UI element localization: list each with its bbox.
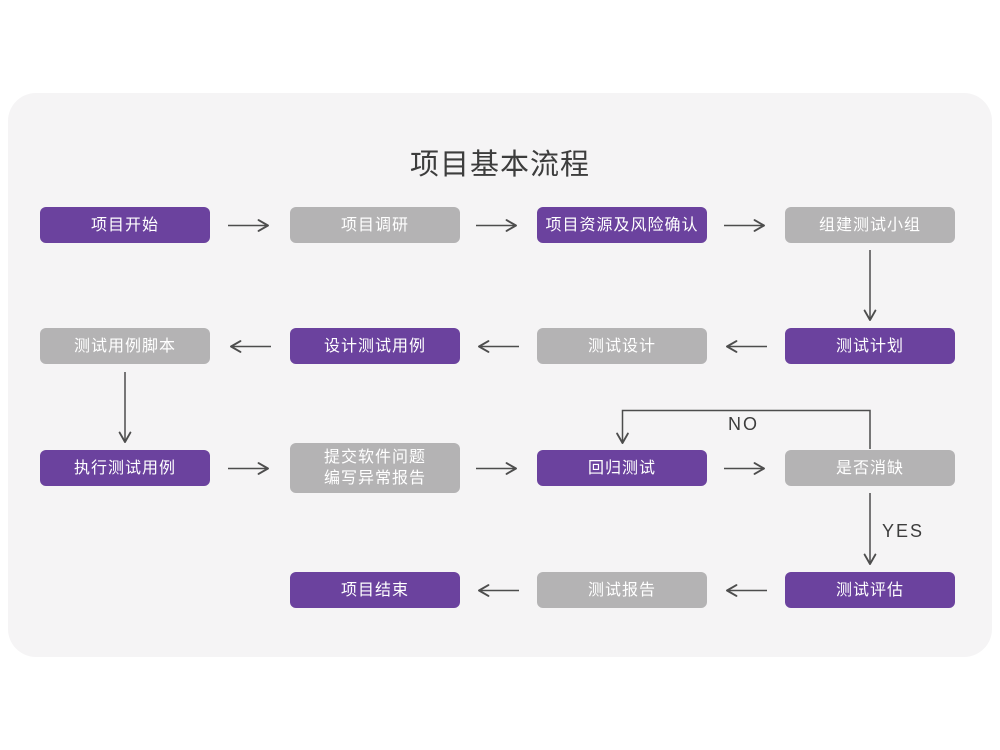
node-label: 回归测试 xyxy=(587,459,656,477)
node-label: 项目结束 xyxy=(340,581,409,599)
node-label: 项目调研 xyxy=(340,216,409,234)
flow-node-defect-cleared: 是否消缺 xyxy=(785,450,955,486)
node-label: 测试用例脚本 xyxy=(73,337,176,355)
page-title: 项目基本流程 xyxy=(409,149,590,181)
flow-node-test-design: 测试设计 xyxy=(537,328,707,364)
flow-node-execute-test-cases: 执行测试用例 xyxy=(40,450,210,486)
flow-node-regression-test: 回归测试 xyxy=(537,450,707,486)
flow-node-build-test-team: 组建测试小组 xyxy=(785,207,955,243)
flow-node-test-plan: 测试计划 xyxy=(785,328,955,364)
node-label: 项目开始 xyxy=(90,216,159,234)
node-label-line2: 编写异常报告 xyxy=(323,470,426,487)
flow-node-test-evaluation: 测试评估 xyxy=(785,572,955,608)
node-label: 是否消缺 xyxy=(835,459,904,477)
flow-node-submit-issue-report: 提交软件问题 编写异常报告 xyxy=(290,443,460,493)
flow-node-project-start: 项目开始 xyxy=(40,207,210,243)
node-label: 测试报告 xyxy=(587,581,656,599)
flow-node-design-test-cases: 设计测试用例 xyxy=(290,328,460,364)
node-label: 测试评估 xyxy=(835,581,904,599)
flow-node-project-research: 项目调研 xyxy=(290,207,460,243)
node-label: 测试设计 xyxy=(587,337,656,355)
branch-label-no: NO xyxy=(728,414,759,434)
node-label: 组建测试小组 xyxy=(818,216,921,234)
flow-node-test-case-script: 测试用例脚本 xyxy=(40,328,210,364)
flow-node-test-report: 测试报告 xyxy=(537,572,707,608)
node-label: 设计测试用例 xyxy=(323,337,426,355)
flow-node-resource-risk-confirm: 项目资源及风险确认 xyxy=(537,207,707,243)
node-label: 执行测试用例 xyxy=(73,459,176,477)
flowchart-card xyxy=(8,93,992,657)
branch-label-yes: YES xyxy=(882,521,925,541)
node-label-line1: 提交软件问题 xyxy=(323,449,426,466)
node-label: 项目资源及风险确认 xyxy=(545,216,699,234)
flow-node-project-end: 项目结束 xyxy=(290,572,460,608)
node-label: 测试计划 xyxy=(835,337,904,355)
